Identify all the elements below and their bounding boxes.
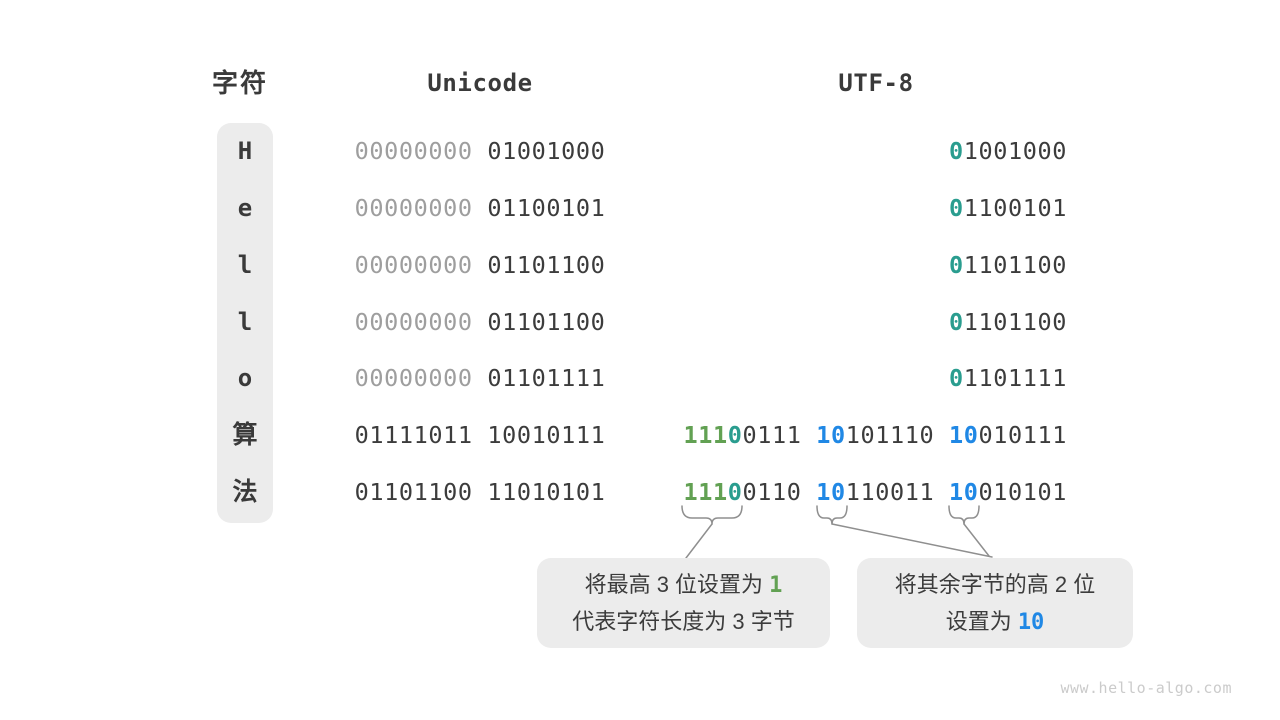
- row-character: e: [237, 193, 253, 222]
- bit-segment: 00000000: [354, 193, 473, 222]
- bit-segment: 10: [949, 478, 979, 506]
- row-unicode-bits: 00000000 01101100: [355, 250, 606, 280]
- bit-segment: 111: [683, 478, 728, 506]
- bit-segment: 01101111: [472, 364, 606, 393]
- bit-segment: 0: [949, 250, 964, 279]
- bit-segment: 0: [949, 137, 964, 165]
- row-character: l: [237, 250, 253, 279]
- row-character: o: [237, 364, 253, 393]
- bit-segment: 1101100: [963, 250, 1067, 279]
- bit-segment: 10: [949, 421, 979, 450]
- row-utf8-bits: 01101100: [949, 307, 1067, 337]
- bit-segment: 10: [816, 478, 846, 506]
- bit-segment: 10: [1017, 610, 1045, 635]
- row-utf8-bits: 01100101: [949, 193, 1067, 223]
- underbrace-lead-byte-prefix: [681, 505, 743, 525]
- column-header-unicode: Unicode: [427, 69, 533, 97]
- bit-segment: 111: [683, 421, 728, 450]
- row-utf8-bits: 01101111: [949, 363, 1067, 393]
- bit-segment: 1100101: [963, 193, 1067, 222]
- bit-segment: 设置为: [945, 609, 1018, 634]
- bit-segment: 00000000: [354, 307, 473, 336]
- bit-segment: 1101111: [963, 364, 1067, 393]
- column-header-utf8: UTF-8: [838, 69, 914, 97]
- column-header-char: 字符: [211, 68, 269, 98]
- bit-segment: 1001000: [963, 137, 1067, 165]
- bit-segment: 1101100: [963, 307, 1067, 336]
- row-character: 法: [232, 478, 258, 506]
- underbrace-second-byte-prefix: [816, 505, 848, 525]
- row-character: 算: [232, 421, 258, 450]
- bit-segment: 1: [769, 573, 783, 598]
- bit-segment: 代表字符长度为 3 字节: [572, 609, 795, 634]
- char-column-background: [217, 123, 273, 523]
- bit-segment: 01111011 10010111: [354, 421, 606, 450]
- row-character: H: [237, 137, 253, 165]
- connector-line-left-callout: [685, 523, 713, 559]
- watermark: www.hello-algo.com: [1060, 679, 1232, 697]
- bit-segment: 01101100 11010101: [354, 478, 606, 506]
- underbrace-third-byte-prefix: [948, 505, 980, 525]
- row-character: l: [237, 307, 253, 336]
- callout-text-line: 设置为 10: [857, 603, 1133, 640]
- bit-segment: 110011: [845, 478, 949, 506]
- bit-segment: 00000000: [354, 364, 473, 393]
- bit-segment: 01001000: [472, 137, 606, 165]
- bit-segment: 将其余字节的高 2 位: [894, 572, 1096, 597]
- callout-text-line: 将其余字节的高 2 位: [857, 566, 1133, 603]
- bit-segment: 101110: [845, 421, 949, 450]
- row-utf8-bits: 11100111 10101110 10010111: [684, 420, 1068, 450]
- bit-segment: 01100101: [472, 193, 606, 222]
- callout-text-line: 代表字符长度为 3 字节: [537, 603, 830, 640]
- bit-segment: 0110: [742, 478, 817, 506]
- bit-segment: 010101: [978, 478, 1067, 506]
- bit-segment: 0: [727, 421, 743, 450]
- callout-prefix-bits: 将最高 3 位设置为 1 代表字符长度为 3 字节: [537, 558, 830, 648]
- row-unicode-bits: 00000000 01101111: [355, 363, 606, 393]
- row-unicode-bits: 00000000 01101100: [355, 307, 606, 337]
- connector-line-right-callout-b: [963, 523, 990, 557]
- row-unicode-bits: 01111011 10010111: [355, 420, 606, 450]
- bit-segment: 0: [949, 364, 964, 393]
- bit-segment: 00000000: [354, 250, 473, 279]
- bit-segment: 0111: [742, 421, 817, 450]
- bit-segment: 0: [949, 307, 964, 336]
- callout-continuation-bits: 将其余字节的高 2 位 设置为 10: [857, 558, 1133, 648]
- row-unicode-bits: 01101100 11010101: [355, 477, 606, 507]
- connector-line-right-callout-a: [831, 523, 993, 558]
- bit-segment: 01101100: [472, 250, 606, 279]
- callout-text-line: 将最高 3 位设置为 1: [537, 566, 830, 603]
- bit-segment: 0: [949, 193, 964, 222]
- bit-segment: 010111: [978, 421, 1067, 450]
- bit-segment: 0: [727, 478, 743, 506]
- row-utf8-bits: 11100110 10110011 10010101: [684, 477, 1068, 507]
- bit-segment: 将最高 3 位设置为: [584, 572, 770, 597]
- bit-segment: 10: [816, 421, 846, 450]
- row-unicode-bits: 00000000 01001000: [355, 136, 606, 166]
- bit-segment: 01101100: [472, 307, 606, 336]
- row-utf8-bits: 01101100: [949, 250, 1067, 280]
- row-utf8-bits: 01001000: [949, 136, 1067, 166]
- row-unicode-bits: 00000000 01100101: [355, 193, 606, 223]
- bit-segment: 00000000: [354, 137, 473, 165]
